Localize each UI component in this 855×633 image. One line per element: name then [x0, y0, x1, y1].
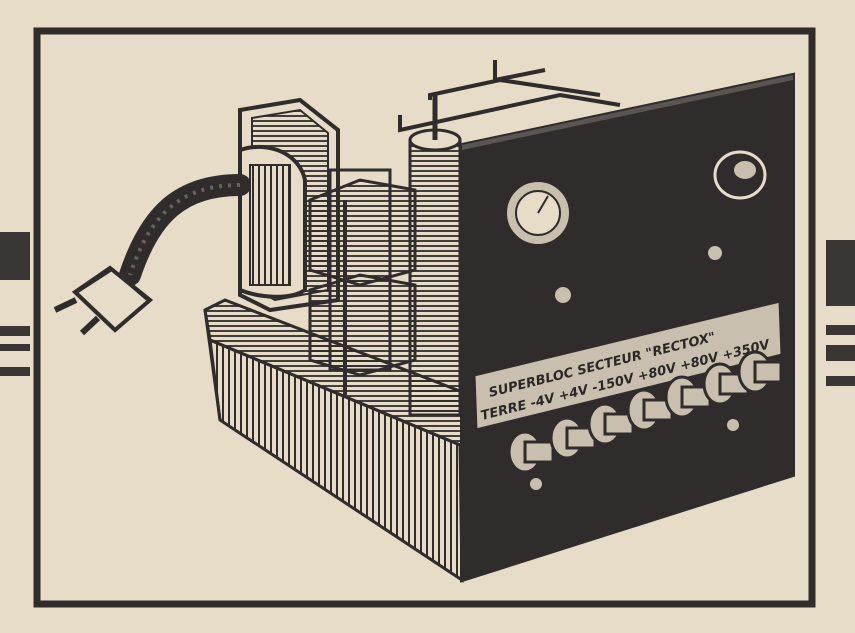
base-board: [203, 298, 472, 583]
terminal-icon: [737, 350, 783, 394]
rear-bracket: [398, 60, 621, 133]
resistor-column: [408, 95, 462, 417]
terminal-icon: [507, 430, 555, 474]
chokes: [308, 168, 417, 395]
terminal-icon: [549, 416, 597, 460]
knob-icon: [713, 150, 767, 200]
illustration-frame: [33, 27, 816, 608]
panel-screws: [528, 244, 741, 492]
terminal-icon: [664, 375, 712, 419]
meter-icon: [503, 178, 573, 248]
terminal-row: [507, 350, 783, 474]
left-edge-bars: [0, 232, 30, 376]
terminal-icon: [587, 402, 635, 446]
plug-icon: [53, 265, 154, 336]
right-edge-bars: [826, 240, 855, 386]
